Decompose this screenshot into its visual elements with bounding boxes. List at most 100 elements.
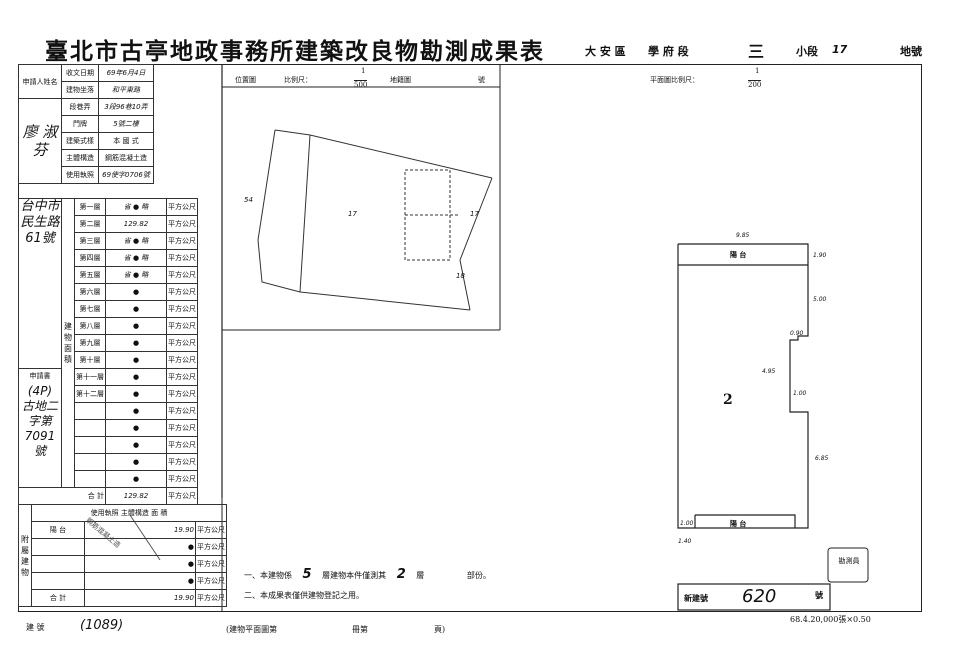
floor-plan-scale-num: 1 [755, 67, 760, 75]
floor-label: 第一層 [74, 198, 106, 216]
dimension-label: 9.85 [736, 232, 750, 239]
applicant-address: 台中市民生路61號 [18, 198, 62, 369]
dimension-label: 1.00 [793, 390, 807, 397]
info-value: 本 國 式 [98, 132, 154, 150]
subsection: 三 [748, 42, 765, 61]
floor-value: ● [105, 385, 167, 403]
floor-label [74, 470, 106, 488]
floor-unit: 平方公尺 [166, 385, 198, 403]
floor-value: ● [105, 300, 167, 318]
info-value: 5號二樓 [98, 115, 154, 133]
floor-label: 第十二層 [74, 385, 106, 403]
floor-unit: 平方公尺 [166, 368, 198, 386]
floor-label [74, 436, 106, 454]
floor-value: ● [105, 453, 167, 471]
floor-value: ● [105, 402, 167, 420]
floor-plan-scale-den: 200 [748, 80, 762, 89]
annex-total-unit: 平方公尺 [194, 589, 228, 607]
note1-d: 2 [396, 567, 406, 582]
floor-plan-scale-label: 平面圖比例尺： [650, 76, 699, 84]
total-value: 129.82 [105, 487, 167, 505]
floor-value: ● [105, 317, 167, 335]
dimension-label: 0.90 [790, 330, 804, 337]
floor-unit: 平方公尺 [166, 215, 198, 233]
floor-unit: 平方公尺 [166, 419, 198, 437]
site-plan-sketch [257, 129, 493, 311]
floor-unit: 平方公尺 [166, 300, 198, 318]
floor-unit: 平方公尺 [166, 232, 198, 250]
lot-number: 17 [832, 43, 848, 56]
floor-unit: 平方公尺 [166, 198, 198, 216]
note1-f: 部份。 [466, 571, 491, 580]
floor-unit: 平方公尺 [166, 402, 198, 420]
info-label: 建築式樣 [61, 132, 99, 150]
floor-label [74, 402, 106, 420]
lot-label-b: 17 [470, 210, 479, 218]
info-label: 建物坐落 [61, 81, 99, 99]
floor-unit: 平方公尺 [166, 436, 198, 454]
footer-ref: (建物平面圖第 [226, 625, 278, 634]
footer-ref2: 冊第 [352, 625, 368, 634]
floors-label: 建物面積 [61, 198, 75, 488]
subsection-label: 小段 [796, 45, 818, 58]
info-label: 收文日期 [61, 64, 99, 82]
floor-value: 省 ● 略 [105, 249, 167, 267]
total-unit: 平方公尺 [166, 487, 198, 505]
applicant-name: 廖 淑 芬 [18, 98, 62, 184]
dimension-label: 4.95 [762, 368, 776, 375]
floor-unit: 平方公尺 [166, 317, 198, 335]
note-line-1: 一、本建物係 5 層建物本件僅測其 2 層 部份。 [244, 567, 491, 582]
annex-row-label [31, 555, 85, 573]
floor-unit: 平方公尺 [166, 470, 198, 488]
annex-row-unit: 平方公尺 [194, 521, 228, 539]
floor-label: 第七層 [74, 300, 106, 318]
note1-b: 5 [302, 567, 312, 582]
dimension-label: 1.00 [680, 520, 694, 527]
info-value: 和平東路 [98, 81, 154, 99]
info-value: 3段96巷10弄 [98, 98, 154, 116]
floor-label: 第八層 [74, 317, 106, 335]
floor-value: ● [105, 351, 167, 369]
floor-label: 第四層 [74, 249, 106, 267]
info-label: 門牌 [61, 115, 99, 133]
floor-label: 第五層 [74, 266, 106, 284]
annex-row-value: ● [84, 572, 196, 590]
balcony-top-label: 陽 台 [730, 250, 747, 259]
floor-label: 第十層 [74, 351, 106, 369]
applicant-doc-label: 申請書 [29, 372, 51, 380]
site-plan-scale-num: 1 [361, 67, 366, 75]
district: 大 安 區 [585, 45, 626, 58]
floor-value: 省 ● 略 [105, 198, 167, 216]
applicant-doc: 申請書 (4P) 古地二字第7091號 [18, 368, 62, 488]
floor-value: ● [105, 436, 167, 454]
floor-label: 第九層 [74, 334, 106, 352]
annex-row-label [31, 572, 85, 590]
site-plan-scale-den: 500 [354, 80, 368, 89]
new-number-value: 620 [742, 586, 777, 607]
floor-value: ● [105, 419, 167, 437]
annex-row-unit: 平方公尺 [194, 555, 228, 573]
lot-label-a: 17 [348, 210, 357, 218]
surveyor-stamp: 勘測員 [838, 557, 860, 565]
floor-mark: 2 [723, 392, 733, 408]
note1-e: 層 [416, 571, 425, 580]
lot-label: 地號 [900, 45, 922, 58]
document-title: 臺北市古亭地政事務所建築改良物勘測成果表 [45, 38, 545, 65]
info-label: 使用執照 [61, 166, 99, 184]
floor-plan-outline [677, 243, 809, 529]
floor-unit: 平方公尺 [166, 249, 198, 267]
dimension-label: 1.90 [813, 252, 827, 259]
annex-header: 使用執照 主體構造 面 積 [30, 504, 228, 522]
floor-unit: 平方公尺 [166, 334, 198, 352]
footer-ref3: 頁) [434, 625, 446, 634]
cadastral-map-suffix: 號 [478, 76, 485, 84]
floor-unit: 平方公尺 [166, 351, 198, 369]
annex-total-value: 19.90 [84, 589, 196, 607]
info-value: 69使字0706號 [98, 166, 154, 184]
lot-label-d: 54 [244, 196, 253, 204]
applicant-doc-value: (4P) 古地二字第7091號 [21, 384, 58, 458]
annex-row-label [31, 538, 85, 556]
